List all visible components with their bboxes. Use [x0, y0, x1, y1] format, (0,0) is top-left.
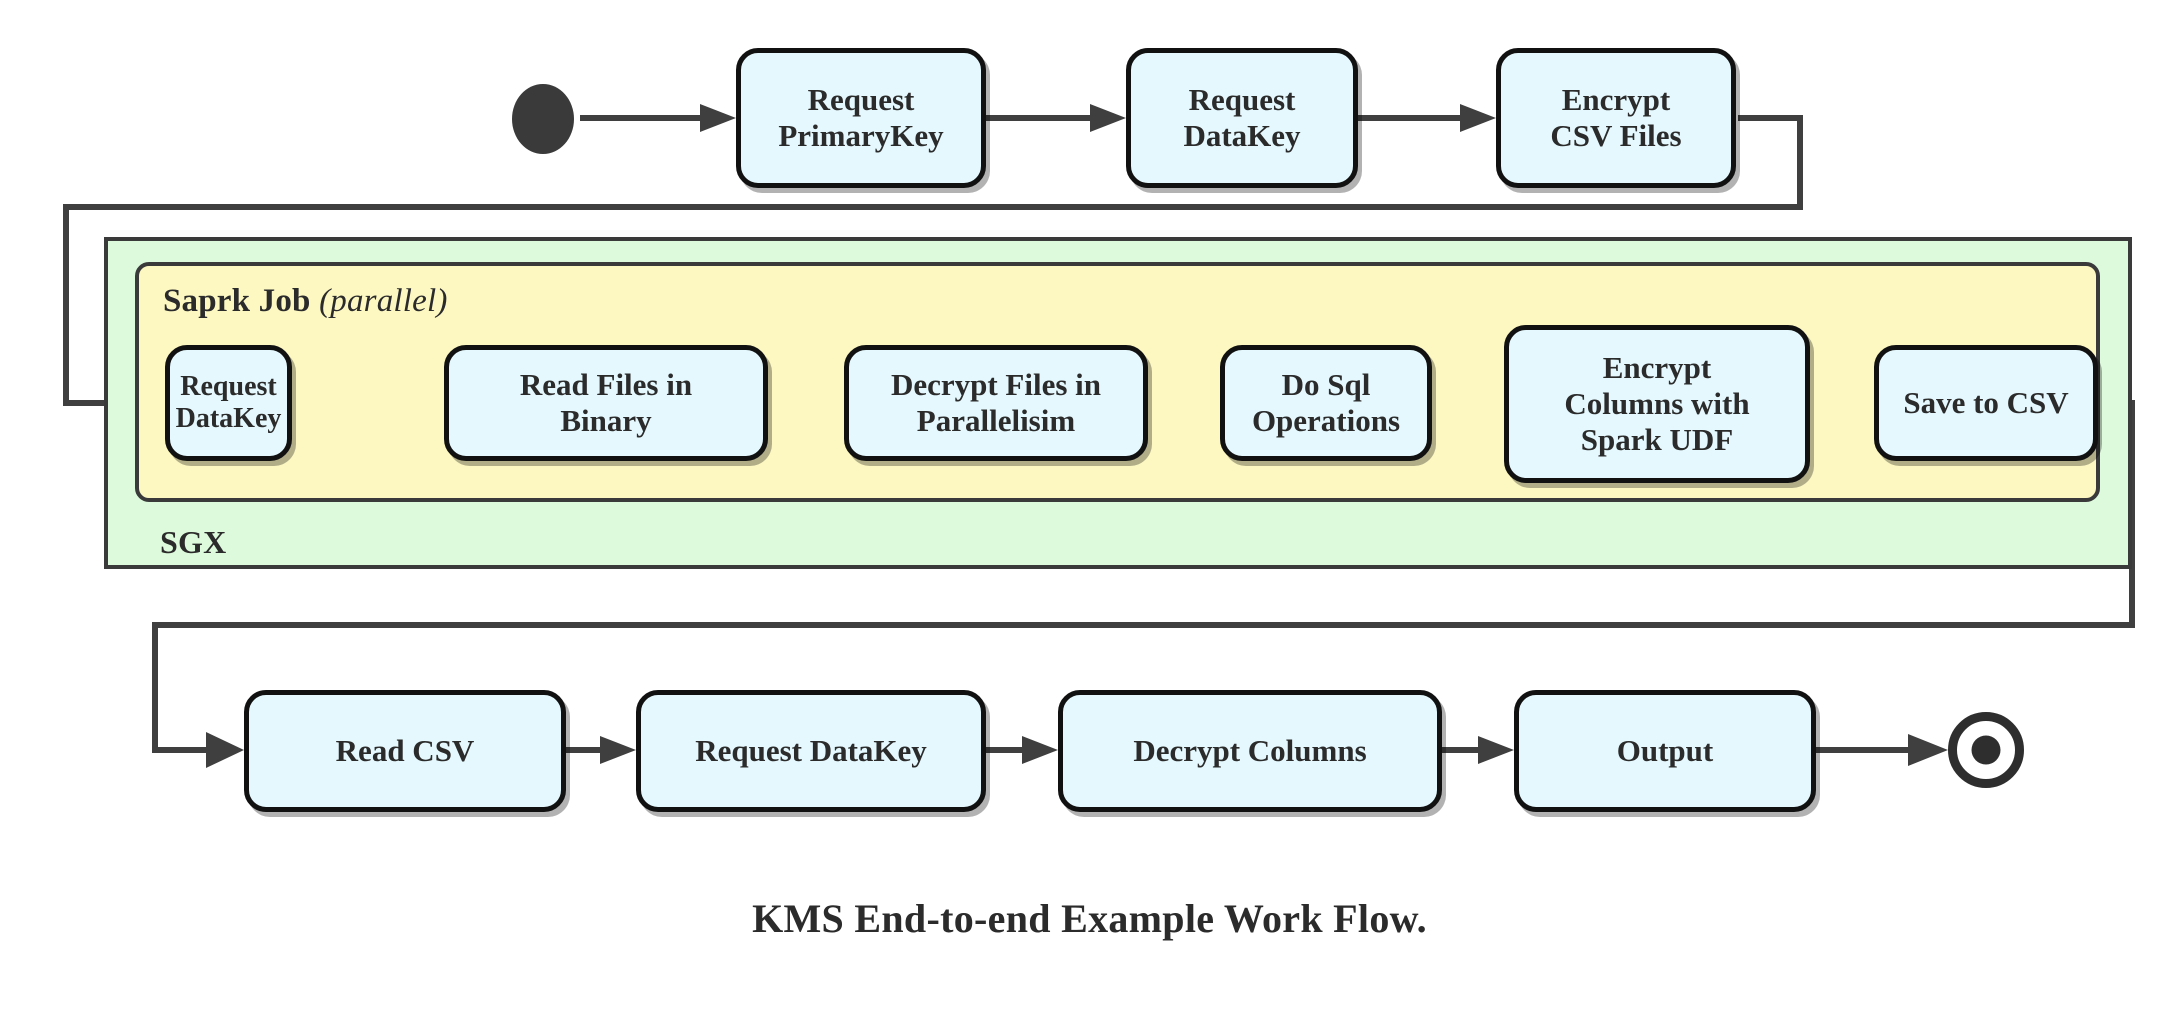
node-label-line: Save to CSV — [1903, 385, 2069, 421]
node-label-line: Decrypt Columns — [1133, 733, 1367, 769]
arrowhead-into-read-csv — [206, 732, 244, 768]
node-label-line: Output — [1616, 733, 1714, 769]
arrowhead-decrypt-columns — [1022, 736, 1058, 764]
node-label-line: Binary — [560, 403, 652, 438]
end-node — [1948, 712, 2024, 788]
arrowhead-primarykey-to-datakey — [1090, 104, 1126, 132]
diagram-caption: KMS End-to-end Example Work Flow. — [0, 895, 2179, 942]
node-label-line: Read Files in — [519, 367, 693, 403]
arrowhead-datakey-to-encrypt-csv — [1460, 104, 1496, 132]
arrowhead-output — [1478, 736, 1514, 764]
caption-text: KMS End-to-end Example Work Flow. — [752, 896, 1427, 941]
node-read-files-in-binary[interactable]: Read Files in Binary — [444, 345, 768, 461]
node-output[interactable]: Output — [1514, 690, 1816, 812]
node-encrypt-columns-with-spark-udf[interactable]: Encrypt Columns with Spark UDF — [1504, 325, 1810, 483]
node-label-line: Request — [807, 82, 915, 118]
arrowhead-start-to-request-primarykey — [700, 104, 736, 132]
node-label-line: Spark UDF — [1580, 421, 1734, 457]
node-label-line: Do Sql — [1281, 367, 1371, 403]
node-decrypt-files-in-parallelisim[interactable]: Decrypt Files in Parallelisim — [844, 345, 1148, 461]
node-save-to-csv[interactable]: Save to CSV — [1874, 345, 2098, 461]
sgx-label-text: SGX — [160, 524, 227, 560]
node-request-datakey-spark[interactable]: Request DataKey — [165, 345, 292, 461]
node-request-datakey-bottom[interactable]: Request DataKey — [636, 690, 986, 812]
node-request-datakey-top[interactable]: Request DataKey — [1126, 48, 1358, 188]
node-label-line: Read CSV — [335, 733, 475, 769]
node-encrypt-csv-files[interactable]: Encrypt CSV Files — [1496, 48, 1736, 188]
node-request-primarykey[interactable]: Request PrimaryKey — [736, 48, 986, 188]
node-label-line: Request — [1188, 82, 1296, 118]
arrowhead-bottom-request-datakey — [600, 736, 636, 764]
node-label-line: Request — [180, 370, 277, 402]
node-read-csv[interactable]: Read CSV — [244, 690, 566, 812]
spark-label-main: Saprk Job — [163, 283, 311, 319]
node-label-line: Request DataKey — [695, 733, 927, 769]
node-label-line: Encrypt — [1602, 350, 1712, 386]
node-label-line: Decrypt Files in — [890, 367, 1102, 403]
node-label-line: Operations — [1251, 403, 1401, 438]
node-label-line: DataKey — [1183, 118, 1301, 153]
node-label-line: CSV Files — [1550, 118, 1682, 153]
node-label-line: Parallelisim — [916, 403, 1076, 438]
node-do-sql-operations[interactable]: Do Sql Operations — [1220, 345, 1432, 461]
spark-label-italic: (parallel) — [319, 283, 448, 319]
node-label-line: DataKey — [175, 403, 282, 434]
container-sgx-label: SGX — [160, 524, 226, 561]
node-decrypt-columns[interactable]: Decrypt Columns — [1058, 690, 1442, 812]
node-label-line: PrimaryKey — [778, 118, 944, 153]
start-node — [512, 84, 574, 154]
node-label-line: Columns with — [1564, 386, 1750, 422]
container-spark-job-label: Saprk Job (parallel) — [163, 283, 448, 320]
arrowhead-end-node — [1908, 734, 1948, 766]
node-label-line: Encrypt — [1561, 82, 1671, 118]
